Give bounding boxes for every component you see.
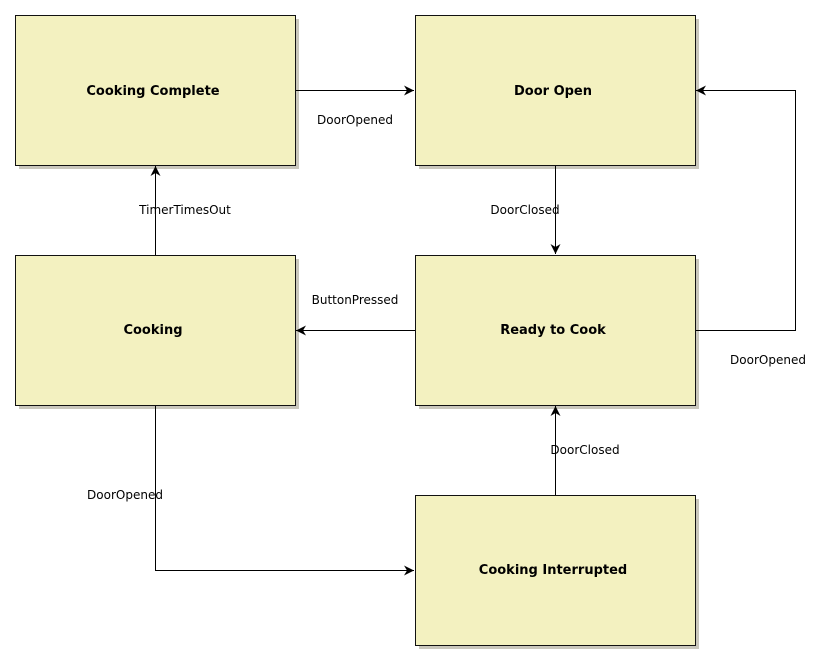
transition-label: DoorOpened: [730, 353, 806, 367]
transition-ready-to-cooking[interactable]: ButtonPressed: [296, 293, 415, 336]
state-label-door-open: Door Open: [514, 84, 592, 99]
state-label-cooking-complete: Cooking Complete: [86, 84, 219, 99]
transition-label: DoorOpened: [317, 113, 393, 127]
state-cooking-complete[interactable]: Cooking Complete: [15, 15, 300, 170]
state-door-open[interactable]: Door Open: [415, 15, 700, 170]
state-box: [415, 495, 696, 646]
state-box: [415, 15, 696, 166]
state-label-cooking: Cooking: [123, 323, 182, 338]
transition-complete-to-door-open[interactable]: DoorOpened: [296, 85, 414, 128]
transition-arrow: [155, 406, 414, 576]
transition-interrupted-to-ready[interactable]: DoorClosed: [550, 406, 620, 495]
state-label-ready-to-cook: Ready to Cook: [500, 323, 606, 338]
transition-cooking-to-interrupted[interactable]: DoorOpened: [87, 406, 414, 576]
transition-label: ButtonPressed: [312, 293, 399, 307]
state-box: [15, 15, 296, 166]
state-box: [15, 255, 296, 406]
transition-label: TimerTimesOut: [138, 203, 231, 217]
transition-label: DoorClosed: [550, 443, 619, 457]
transition-label: DoorClosed: [490, 203, 559, 217]
state-cooking-interrupted[interactable]: Cooking Interrupted: [415, 495, 700, 650]
state-label-cooking-interrupted: Cooking Interrupted: [479, 563, 627, 578]
state-box: [415, 255, 696, 406]
state-cooking[interactable]: Cooking: [15, 255, 300, 410]
transition-door-open-to-ready[interactable]: DoorClosed: [490, 166, 561, 254]
transition-label: DoorOpened: [87, 488, 163, 502]
transition-arrow: [696, 85, 796, 331]
transition-ready-to-door-open[interactable]: DoorOpened: [696, 85, 806, 368]
transition-cooking-to-complete[interactable]: TimerTimesOut: [138, 166, 231, 255]
state-ready-to-cook[interactable]: Ready to Cook: [415, 255, 700, 410]
